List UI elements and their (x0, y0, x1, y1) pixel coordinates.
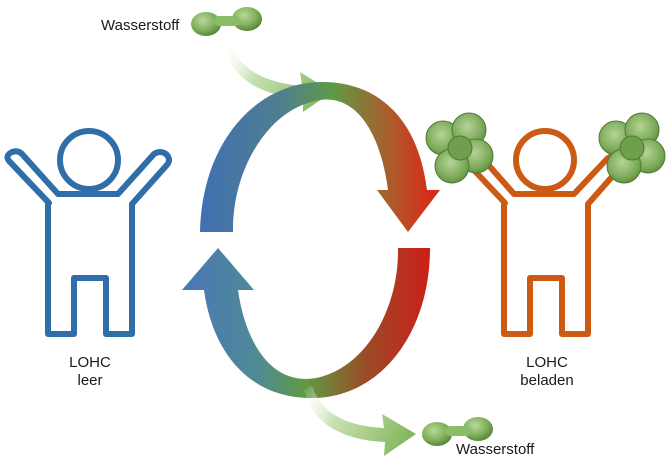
hydrogen-molecule-out-icon (422, 417, 493, 446)
hydrogen-outflow-arrow (304, 386, 416, 456)
cycle-arrow-hydrogenation (200, 82, 440, 232)
lohc-empty-figure-icon (4, 128, 172, 337)
cycle-arrow-dehydrogenation (182, 248, 430, 399)
lohc-loaded-label-line2: beladen (520, 372, 574, 389)
hydrogen-in-label: Wasserstoff (101, 17, 180, 34)
loaded-molecule-cluster-left-icon (425, 112, 494, 184)
hydrogen-molecule-in-icon (191, 7, 262, 36)
lohc-loaded-label: LOHC beladen (511, 354, 583, 390)
lohc-loaded-label-line1: LOHC (526, 354, 568, 371)
lohc-empty-label-line1: LOHC (69, 354, 111, 371)
lohc-empty-label-line2: leer (77, 372, 103, 389)
loaded-molecule-cluster-right-icon (598, 112, 666, 184)
hydrogen-out-label: Wasserstoff (456, 441, 535, 458)
lohc-empty-label: LOHC leer (55, 354, 125, 390)
